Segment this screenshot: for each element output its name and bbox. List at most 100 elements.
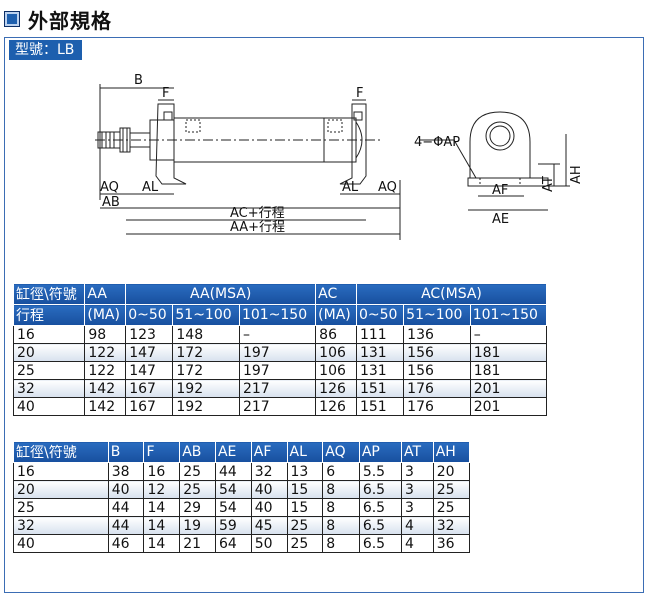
table-cell: 167 — [125, 397, 174, 416]
table-cell: 16 — [143, 462, 181, 481]
table-cell: 197 — [238, 343, 317, 362]
table-cell: 147 — [125, 361, 174, 380]
header-ab: AB — [179, 441, 216, 463]
table-cell: 8 — [322, 480, 360, 499]
header-ah: AH — [432, 441, 471, 463]
header-aa-0-50: 0~50 — [125, 304, 174, 326]
table-cell: 15 — [286, 480, 324, 499]
table-cell: 98 — [84, 325, 127, 344]
header-af: AF — [250, 441, 288, 463]
table-cell: 217 — [238, 379, 317, 398]
content-frame — [4, 37, 644, 593]
table-cell: 25 — [432, 480, 471, 499]
cylinder-drawing: B F F AQ AL AB AL AQ AC+行程 AA+行程 4−ΦAP A… — [95, 73, 584, 240]
table-cell: 217 — [238, 397, 317, 416]
table-cell: 3 — [400, 498, 434, 517]
header-aa-msa: AA(MSA) — [125, 283, 317, 305]
table-cell: 16 — [12, 325, 86, 344]
table-cell: 6 — [322, 462, 360, 481]
table-cell: 46 — [107, 534, 145, 553]
table-cell: 192 — [172, 379, 240, 398]
table-cell: 6.5 — [358, 534, 402, 553]
table-cell: 36 — [432, 534, 471, 553]
table-cell: 172 — [172, 343, 240, 362]
table-cell: 176 — [403, 379, 471, 398]
dim-label-al-left: AL — [142, 180, 159, 195]
table-cell: 20 — [432, 462, 471, 481]
table-cell: 156 — [403, 361, 471, 380]
table-cell: 38 — [107, 462, 145, 481]
header-aa-51-100: 51~100 — [172, 304, 240, 326]
table-cell: 16 — [13, 462, 109, 481]
table-cell: 111 — [355, 325, 405, 344]
dim-label-ab: AB — [102, 195, 120, 210]
table-cell: 4 — [400, 534, 434, 553]
header-ac-msa: AC(MSA) — [355, 283, 548, 305]
table-cell: 142 — [84, 397, 127, 416]
header-ac-ma: (MA) — [315, 304, 357, 326]
table-cell: 32 — [432, 516, 471, 535]
table-cell: 142 — [84, 379, 127, 398]
table-cell: 44 — [107, 516, 145, 535]
table-cell: 201 — [469, 397, 548, 416]
header-f: F — [143, 441, 181, 463]
table-cell: 19 — [179, 516, 216, 535]
table-cell: 106 — [315, 361, 357, 380]
table-cell: 40 — [250, 480, 288, 499]
table-cell: 122 — [84, 343, 127, 362]
table-cell: 151 — [355, 397, 405, 416]
table-cell: 181 — [469, 361, 548, 380]
table-cell: 6.5 — [358, 516, 402, 535]
section-title: 外部規格 — [4, 6, 112, 33]
table-cell: 64 — [214, 534, 252, 553]
table-cell: 8 — [322, 516, 360, 535]
table-cell: 15 — [286, 498, 324, 517]
table-cell: 131 — [355, 361, 405, 380]
table-cell: 25 — [286, 516, 324, 535]
spec-table-lengths: 缸徑\符號 AA AA(MSA) AC AC(MSA) 行程 (MA) 0~50… — [12, 283, 548, 416]
header-ac-51-100: 51~100 — [403, 304, 471, 326]
model-label: 型號：LB — [9, 40, 83, 60]
table-cell: 167 — [125, 379, 174, 398]
header-ae: AE — [214, 441, 252, 463]
dim-label-ap: 4−ΦAP — [414, 135, 460, 150]
dim-label-aq-right: AQ — [378, 180, 397, 195]
header-aa-ma: (MA) — [84, 304, 127, 326]
table-cell: 13 — [286, 462, 324, 481]
table-cell: 50 — [250, 534, 288, 553]
header-aa-101-150: 101~150 — [238, 304, 317, 326]
header-aq: AQ — [322, 441, 360, 463]
table-cell: 14 — [143, 498, 181, 517]
table-cell: 8 — [322, 498, 360, 517]
header-ac-101-150: 101~150 — [469, 304, 548, 326]
table-cell: 172 — [172, 361, 240, 380]
table-cell: 131 — [355, 343, 405, 362]
table-cell: 25 — [179, 480, 216, 499]
table-cell: 25 — [432, 498, 471, 517]
dim-label-ae: AE — [492, 212, 509, 227]
header-ac: AC — [315, 283, 357, 305]
table-cell: 25 — [179, 462, 216, 481]
table-cell: 25 — [286, 534, 324, 553]
table-cell: 40 — [13, 534, 109, 553]
table-cell: 156 — [403, 343, 471, 362]
table-cell: 20 — [12, 343, 86, 362]
dim-label-ah: AH — [569, 165, 584, 184]
header-aa: AA — [84, 283, 127, 305]
table-cell: 3 — [400, 462, 434, 481]
table-cell: 40 — [250, 498, 288, 517]
table-cell: 106 — [315, 343, 357, 362]
dim-label-f-right: F — [356, 86, 363, 101]
table-cell: 148 — [172, 325, 240, 344]
table-cell: – — [238, 325, 317, 344]
table-cell: 54 — [214, 498, 252, 517]
table-cell: 122 — [84, 361, 127, 380]
dim-label-al-right: AL — [342, 180, 359, 195]
